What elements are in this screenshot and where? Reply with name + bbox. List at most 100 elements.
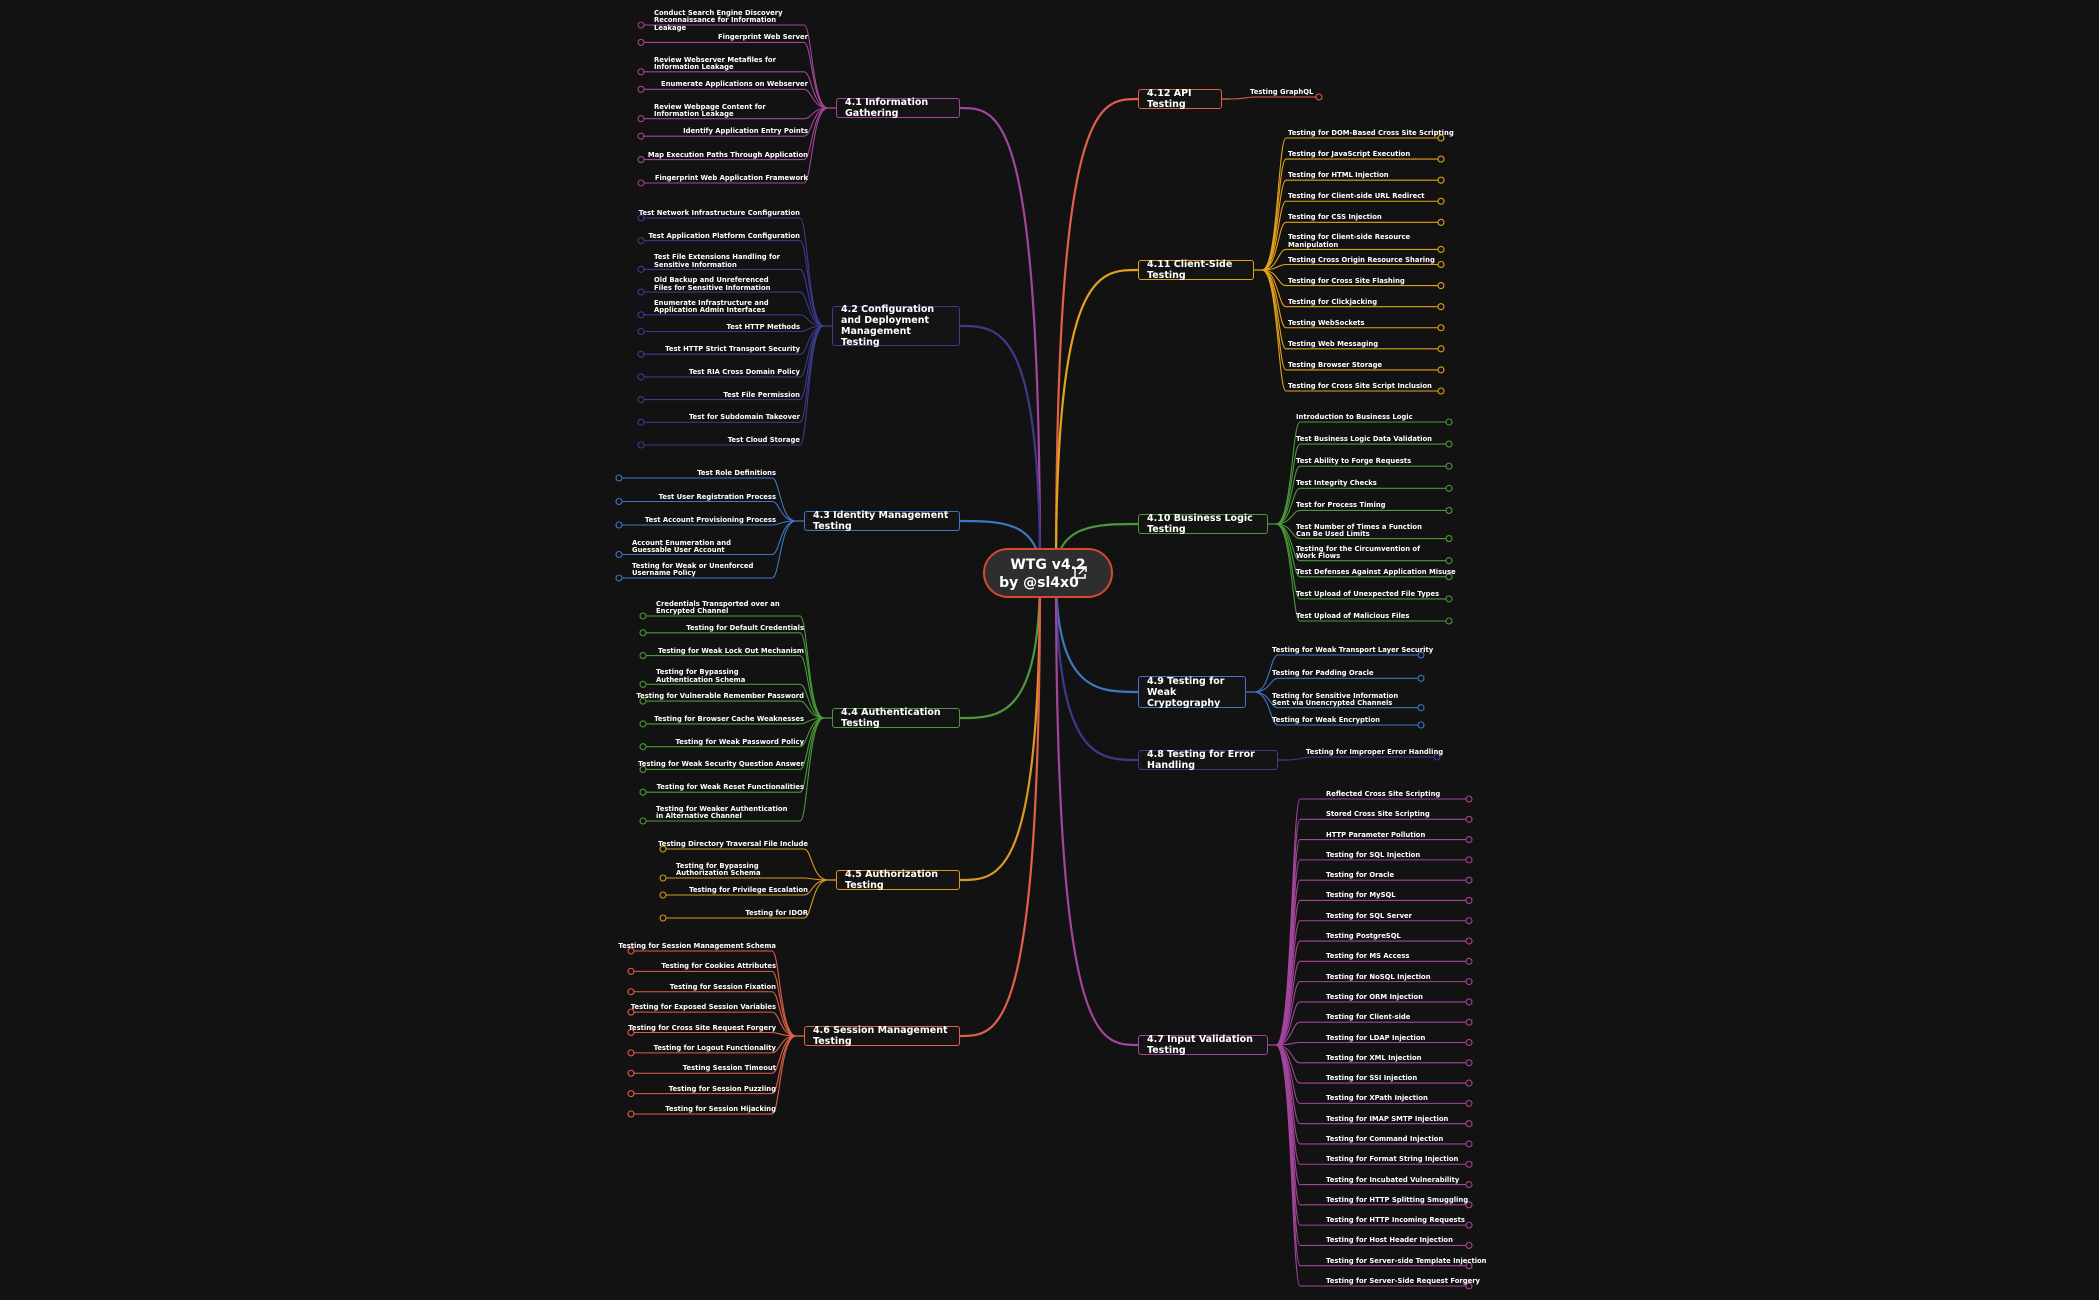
branch-node-b41[interactable]: 4.1 Information Gathering <box>836 97 960 119</box>
leaf-node[interactable]: Testing for CSS Injection <box>1288 213 1382 222</box>
branch-node-b46[interactable]: 4.6 Session Management Testing <box>804 1025 960 1047</box>
leaf-node[interactable]: Testing for Default Credentials <box>686 623 804 632</box>
leaf-node[interactable]: Test Business Logic Data Validation <box>1296 435 1433 444</box>
leaf-node[interactable]: Testing for HTTP Splitting Smuggling <box>1326 1195 1469 1204</box>
external-link-icon[interactable] <box>1073 566 1087 580</box>
leaf-node[interactable]: Old Backup and Unreferenced Files for Se… <box>654 276 771 292</box>
leaf-node[interactable]: Test Defenses Against Application Misuse <box>1296 567 1456 576</box>
leaf-node[interactable]: Account Enumeration and Guessable User A… <box>632 538 731 554</box>
leaf-node[interactable]: Testing for Weak Reset Functionalities <box>656 783 804 792</box>
leaf-node[interactable]: Test File Extensions Handling for Sensit… <box>654 253 780 269</box>
leaf-node[interactable]: Testing for Weak or Unenforced Username … <box>632 562 754 578</box>
leaf-node[interactable]: Testing for Host Header Injection <box>1326 1236 1453 1245</box>
leaf-node[interactable]: Testing for Bypassing Authorization Sche… <box>676 862 761 878</box>
leaf-node[interactable]: Testing for Client-side Resource Manipul… <box>1288 233 1411 249</box>
leaf-node[interactable]: Testing for Incubated Vulnerability <box>1326 1175 1460 1184</box>
leaf-node[interactable]: Testing for Session Hijacking <box>665 1105 776 1113</box>
leaf-node[interactable]: Testing for Privilege Escalation <box>689 886 808 894</box>
leaf-node[interactable]: Testing for NoSQL Injection <box>1326 972 1431 981</box>
leaf-node[interactable]: Testing for MS Access <box>1326 952 1410 961</box>
leaf-node[interactable]: Test Number of Times a Function Can Be U… <box>1296 522 1422 538</box>
leaf-node[interactable]: Testing for Format String Injection <box>1326 1155 1459 1164</box>
leaf-node[interactable]: Testing for Vulnerable Remember Password <box>636 692 804 701</box>
leaf-node[interactable]: Testing for SSI Injection <box>1326 1074 1418 1083</box>
leaf-node[interactable]: Testing for the Circumvention of Work Fl… <box>1296 544 1421 561</box>
leaf-node[interactable]: Testing for Sensitive Information Sent v… <box>1272 691 1399 708</box>
leaf-node[interactable]: Testing for HTML Injection <box>1288 171 1389 180</box>
leaf-node[interactable]: Introduction to Business Logic <box>1296 413 1413 421</box>
leaf-node[interactable]: Testing for XML Injection <box>1326 1053 1422 1062</box>
leaf-node[interactable]: Testing for Weak Lock Out Mechanism <box>658 646 804 655</box>
leaf-node[interactable]: Testing for Exposed Session Variables <box>630 1003 776 1012</box>
leaf-node[interactable]: Test Account Provisioning Process <box>644 516 776 524</box>
leaf-node[interactable]: Testing for Weak Password Policy <box>675 737 805 746</box>
leaf-node[interactable]: Enumerate Infrastructure and Application… <box>654 298 769 315</box>
leaf-node[interactable]: Testing for Cross Site Script Inclusion <box>1288 382 1432 390</box>
leaf-node[interactable]: Testing for Server-side Template Injecti… <box>1326 1256 1487 1265</box>
leaf-node[interactable]: Reflected Cross Site Scripting <box>1326 790 1441 798</box>
leaf-node[interactable]: Review Webpage Content for Information L… <box>654 102 766 119</box>
leaf-node[interactable]: Test User Registration Process <box>658 492 776 501</box>
leaf-node[interactable]: Test HTTP Methods <box>726 322 800 331</box>
branch-node-b47[interactable]: 4.7 Input Validation Testing <box>1138 1034 1268 1056</box>
leaf-node[interactable]: Testing for Padding Oracle <box>1272 669 1374 678</box>
leaf-node[interactable]: Testing Browser Storage <box>1288 360 1383 369</box>
leaf-node[interactable]: Stored Cross Site Scripting <box>1326 810 1430 819</box>
root-node[interactable]: WTG v4.2 by @sl4x0 <box>983 548 1113 598</box>
leaf-node[interactable]: Testing for Client-side URL Redirect <box>1288 192 1425 201</box>
leaf-node[interactable]: Testing for IMAP SMTP Injection <box>1326 1114 1449 1123</box>
leaf-node[interactable]: Fingerprint Web Application Framework <box>654 174 808 182</box>
leaf-node[interactable]: Testing for Oracle <box>1326 871 1395 880</box>
leaf-node[interactable]: Test HTTP Strict Transport Security <box>665 345 800 354</box>
leaf-node[interactable]: Testing for Weaker Authentication in Alt… <box>656 805 788 821</box>
leaf-node[interactable]: Testing for JavaScript Execution <box>1288 150 1411 159</box>
leaf-node[interactable]: Testing for Session Puzzling <box>668 1084 776 1093</box>
leaf-node[interactable]: Testing for SQL Server <box>1326 911 1413 920</box>
leaf-node[interactable]: Map Execution Paths Through Application <box>647 150 808 159</box>
leaf-node[interactable]: Test Cloud Storage <box>727 436 800 444</box>
leaf-node[interactable]: Testing for Command Injection <box>1326 1134 1444 1143</box>
branch-node-b44[interactable]: 4.4 Authentication Testing <box>832 707 960 729</box>
branch-node-b410[interactable]: 4.10 Business Logic Testing <box>1138 513 1268 535</box>
leaf-node[interactable]: Testing for Session Management Schema <box>618 942 776 950</box>
leaf-node[interactable]: Enumerate Applications on Webserver <box>661 80 808 89</box>
leaf-node[interactable]: Testing Directory Traversal File Include <box>658 840 808 848</box>
leaf-node[interactable]: Testing for Logout Functionality <box>653 1043 776 1052</box>
branch-node-b43[interactable]: 4.3 Identity Management Testing <box>804 510 960 532</box>
leaf-node[interactable]: Test Role Definitions <box>697 469 776 477</box>
leaf-node[interactable]: Testing for Cross Site Request Forgery <box>628 1023 776 1032</box>
leaf-node[interactable]: Testing for Cross Site Flashing <box>1288 276 1405 285</box>
leaf-node[interactable]: Testing for Session Fixation <box>669 982 776 991</box>
leaf-node[interactable]: HTTP Parameter Pollution <box>1326 830 1426 839</box>
leaf-node[interactable]: Testing PostgreSQL <box>1326 932 1401 941</box>
leaf-node[interactable]: Testing for Weak Transport Layer Securit… <box>1272 646 1434 654</box>
branch-node-b48[interactable]: 4.8 Testing for Error Handling <box>1138 749 1278 771</box>
leaf-node[interactable]: Testing for Browser Cache Weaknesses <box>654 714 804 723</box>
leaf-node[interactable]: Testing for LDAP Injection <box>1326 1033 1426 1042</box>
leaf-node[interactable]: Testing Session Timeout <box>682 1064 776 1073</box>
leaf-node[interactable]: Review Webserver Metafiles for Informati… <box>654 55 776 72</box>
leaf-node[interactable]: Credentials Transported over an Encrypte… <box>656 600 780 616</box>
leaf-node[interactable]: Test Ability to Forge Requests <box>1296 457 1412 466</box>
leaf-node[interactable]: Testing for MySQL <box>1326 891 1396 900</box>
leaf-node[interactable]: Test Upload of Malicious Files <box>1296 612 1410 620</box>
branch-node-b45[interactable]: 4.5 Authorization Testing <box>836 869 960 891</box>
leaf-node[interactable]: Test File Permission <box>723 390 800 399</box>
leaf-node[interactable]: Testing for ORM Injection <box>1326 992 1423 1001</box>
leaf-node[interactable]: Testing for Clickjacking <box>1288 297 1378 306</box>
leaf-node[interactable]: Testing for IDOR <box>745 909 808 917</box>
branch-node-b49[interactable]: 4.9 Testing for Weak Cryptography <box>1138 676 1246 709</box>
leaf-node[interactable]: Testing for DOM-Based Cross Site Scripti… <box>1288 129 1454 137</box>
leaf-node[interactable]: Testing for Weak Security Question Answe… <box>638 760 804 769</box>
leaf-node[interactable]: Testing WebSockets <box>1288 318 1365 327</box>
leaf-node[interactable]: Test for Process Timing <box>1296 501 1386 510</box>
leaf-node[interactable]: Test Network Infrastructure Configuratio… <box>638 209 800 217</box>
leaf-node[interactable]: Testing for Improper Error Handling <box>1306 748 1444 756</box>
leaf-node[interactable]: Testing for SQL Injection <box>1326 850 1421 859</box>
leaf-node[interactable]: Identify Application Entry Points <box>683 127 808 136</box>
leaf-node[interactable]: Testing for XPath Injection <box>1326 1094 1428 1103</box>
leaf-node[interactable]: Testing Web Messaging <box>1288 339 1379 348</box>
branch-node-b411[interactable]: 4.11 Client-Side Testing <box>1138 259 1254 281</box>
leaf-node[interactable]: Test Upload of Unexpected File Types <box>1296 589 1440 598</box>
leaf-node[interactable]: Testing for Server-Side Request Forgery <box>1326 1277 1480 1285</box>
